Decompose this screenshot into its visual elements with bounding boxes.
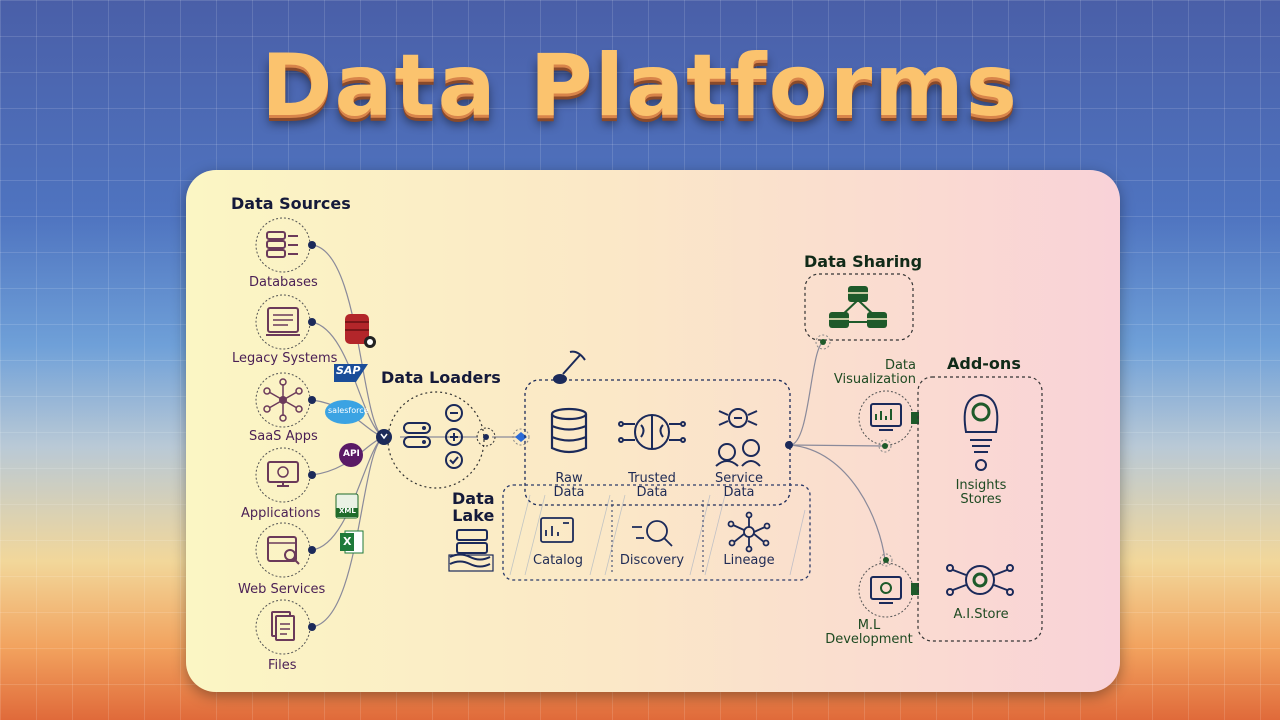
lightbulb-gear-icon [963, 393, 999, 471]
tool-label-lineage: Lineage [723, 553, 775, 568]
web-service-icon [255, 522, 311, 578]
xml-logo-text: XML [339, 507, 356, 515]
application-icon [255, 447, 311, 503]
heading-add-ons: Add-ons [947, 354, 1021, 373]
legacy-system-icon [255, 294, 311, 350]
lake-tool-icons [540, 511, 771, 553]
heading-data-sharing: Data Sharing [804, 252, 923, 271]
source-connectors [311, 244, 886, 628]
output-label-ml-development: M.L Development [825, 618, 913, 647]
sap-logo-text: SAP [336, 364, 361, 377]
sap-logo-icon [334, 364, 368, 382]
source-label-web-services: Web Services [238, 582, 326, 597]
lake-tools-hatch [509, 494, 806, 576]
excel-logo-icon [340, 530, 364, 554]
lake-icons [550, 407, 761, 467]
addon-label-ai-store: A.I.Store [953, 607, 1009, 622]
source-label-legacy-systems: Legacy Systems [232, 351, 338, 366]
source-label-applications: Applications [241, 506, 321, 521]
lineage-icon [727, 511, 771, 553]
vendor-logos [325, 314, 376, 554]
heading-data-loaders: Data Loaders [381, 368, 501, 387]
salesforce-logo-text: salesforce [328, 406, 369, 415]
lake-label-raw-data: Raw Data [553, 471, 585, 500]
source-label-saas-apps: SaaS Apps [249, 429, 318, 444]
source-icons [255, 217, 316, 655]
data-loader-node [376, 391, 530, 489]
lake-output-dot [785, 441, 793, 449]
database-icon [255, 217, 311, 273]
data-lake-icon [448, 529, 494, 572]
lake-label-trusted-data: Trusted Data [628, 471, 676, 500]
heading-data-sources: Data Sources [231, 194, 351, 213]
source-label-files: Files [268, 658, 297, 673]
data-sharing-box [804, 273, 914, 341]
api-logo-text: API [343, 449, 360, 459]
lake-label-service-data: Service Data [714, 471, 764, 500]
addons-box [917, 376, 1043, 642]
oracle-db-logo-icon [345, 314, 376, 348]
api-logo-icon [339, 443, 363, 467]
pickaxe-icon [553, 350, 586, 384]
source-label-databases: Databases [249, 275, 318, 290]
catalog-icon [540, 517, 574, 543]
visualization-node [858, 390, 919, 453]
data-sharing-icon [829, 286, 887, 328]
discovery-icon [632, 520, 673, 547]
xml-file-icon [335, 493, 359, 519]
excel-logo-text: X [343, 535, 352, 548]
lake-tools-box [502, 484, 811, 581]
service-people-icon [715, 408, 761, 467]
saas-network-icon [255, 372, 311, 428]
ai-chip-icon [946, 564, 1014, 596]
brain-icon [618, 414, 686, 450]
addon-label-insights-stores: Insights Stores [955, 478, 1007, 507]
files-icon [255, 599, 311, 655]
raw-data-icon [550, 407, 588, 454]
page-title: Data Platforms [261, 36, 1019, 136]
ml-node [858, 553, 919, 618]
salesforce-logo-icon [325, 400, 365, 424]
heading-data-lake: Data Lake [452, 489, 495, 525]
tool-label-discovery: Discovery [619, 553, 685, 568]
output-label-visualization: Data Visualization [833, 358, 916, 387]
tool-label-catalog: Catalog [533, 553, 583, 568]
